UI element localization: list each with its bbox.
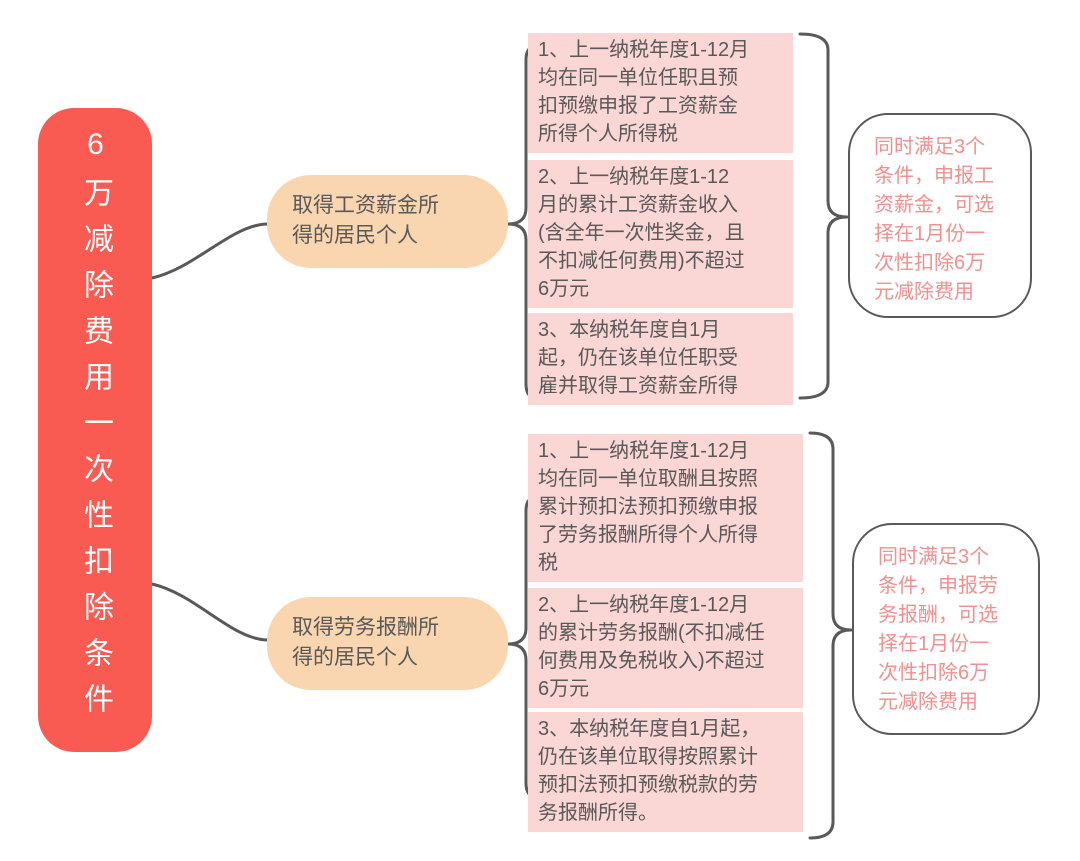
condition-salary-2: 2、上一纳税年度1-12 月的累计工资薪金收入 (含全年一次性奖金，且 不扣减任…: [528, 160, 793, 308]
branch-node-salary: 取得工资薪金所 得的居民个人: [267, 175, 508, 268]
brace-left-salary-conditions: [506, 44, 539, 400]
connector-root-to-branch-salary: [150, 222, 270, 280]
root-node-label: 6万减除费用一次性扣除条件: [79, 128, 112, 729]
brace-right-salary-conditions: [798, 32, 849, 400]
brace-left-labor-conditions: [506, 495, 539, 799]
branch-salary-label: 取得工资薪金所 得的居民个人: [292, 194, 439, 247]
branch-labor-label: 取得劳务报酬所 得的居民个人: [292, 616, 439, 669]
condition-salary-1: 1、上一纳税年度1-12月 均在同一单位任职且预 扣预缴申报了工资薪金 所得个人…: [528, 33, 793, 153]
condition-labor-2: 2、上一纳税年度1-12月 的累计劳务报酬(不扣减任 何费用及免税收入)不超过 …: [528, 588, 803, 708]
condition-labor-3: 3、本纳税年度自1月起， 仍在该单位取得按照累计 预扣法预扣预缴税款的劳 务报酬…: [528, 712, 803, 832]
connector-root-to-branch-labor: [150, 582, 270, 642]
root-node: 6万减除费用一次性扣除条件: [38, 108, 152, 752]
condition-labor-1: 1、上一纳税年度1-12月 均在同一单位取酬且按照 累计预扣法预扣预缴申报 了劳…: [528, 434, 803, 582]
result-node-salary: 同时满足3个 条件，申报工 资薪金，可选 择在1月份一 次性扣除6万 元减除费用: [848, 113, 1032, 318]
condition-salary-3: 3、本纳税年度自1月 起，仍在该单位任职受 雇并取得工资薪金所得: [528, 313, 793, 405]
branch-node-labor: 取得劳务报酬所 得的居民个人: [267, 597, 508, 690]
brace-right-labor-conditions: [808, 431, 853, 840]
result-node-labor: 同时满足3个 条件，申报劳 务报酬，可选 择在1月份一 次性扣除6万 元减除费用: [852, 523, 1040, 735]
